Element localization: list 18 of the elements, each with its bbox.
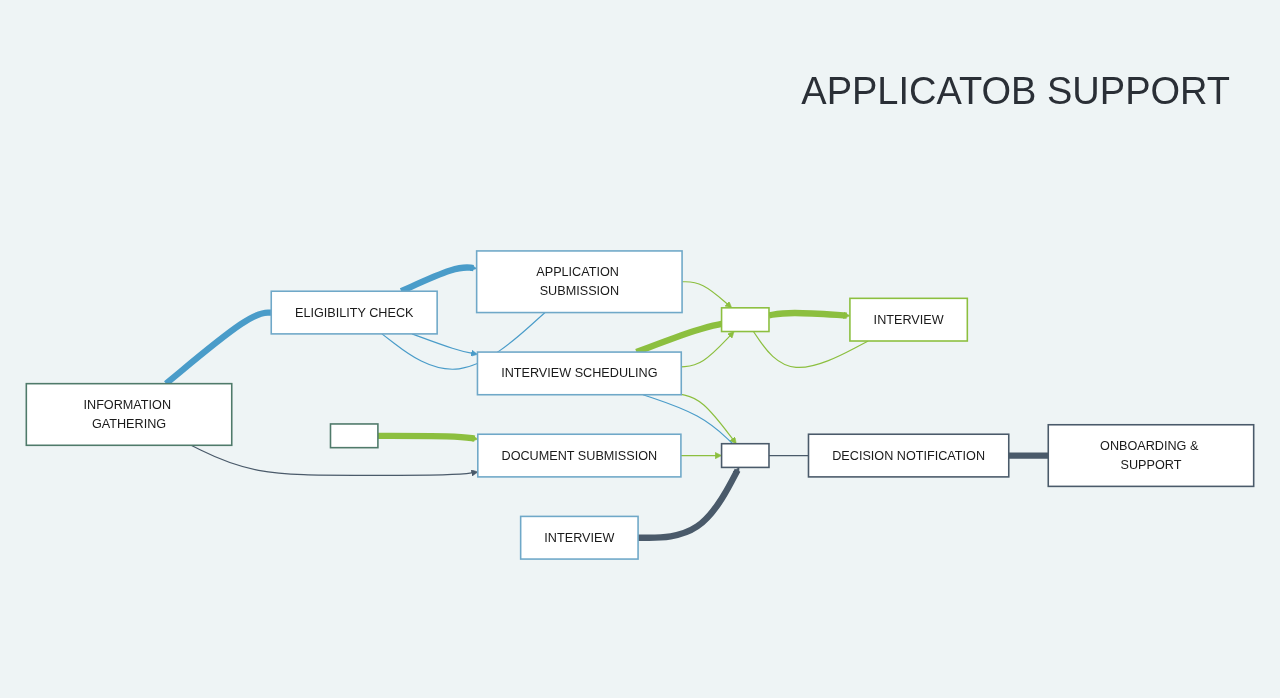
arrow [680, 393, 737, 445]
connector [752, 330, 869, 368]
node-box: INTERVIEW [849, 297, 969, 342]
node-box: INTERVIEW [519, 515, 639, 560]
node-box [720, 442, 770, 469]
node-box [329, 423, 379, 449]
node-box: INFORMATION GATHERING [25, 382, 233, 447]
diagram-title: APPLICATOB SUPPORT [801, 70, 1230, 113]
node-box: ELIGIBILITY CHECK [270, 290, 438, 335]
arrow [680, 452, 722, 460]
node-box [720, 307, 770, 333]
node-box: INTERVIEW SCHEDULING [476, 351, 683, 396]
node-box: DOCUMENT SUBMISSION [477, 433, 682, 478]
node-box: DECISION NOTIFICATION [807, 433, 1010, 478]
arrow [638, 467, 741, 541]
connector [1008, 452, 1049, 459]
node-box: APPLICATION SUBMISSION [475, 250, 683, 314]
node-box: ONBOARDING & SUPPORT [1047, 423, 1255, 488]
